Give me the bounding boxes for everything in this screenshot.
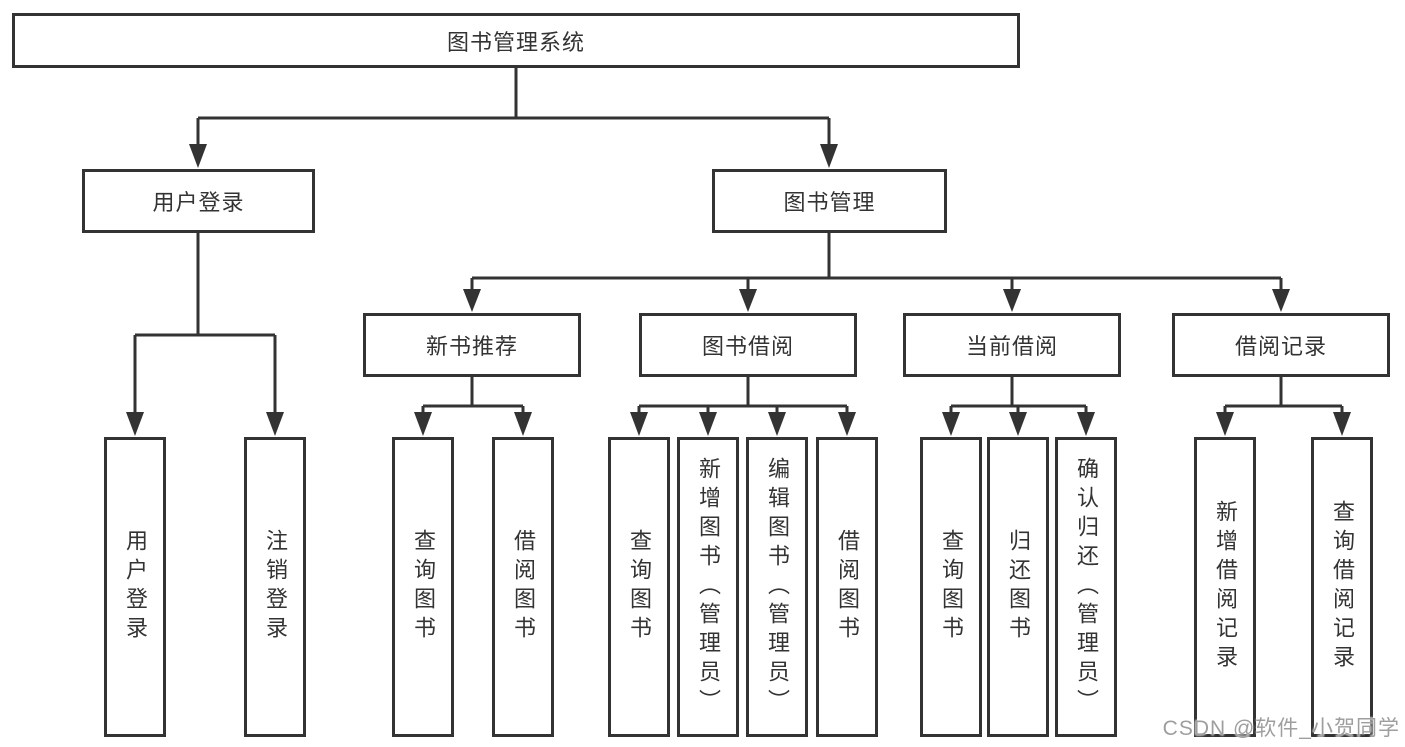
- leaf-query-books-recommend-label: 查询图书: [411, 529, 436, 645]
- leaf-query-books-borrow-label: 查询图书: [627, 529, 652, 645]
- leaf-borrow-books-recommend: 借阅图书: [492, 437, 554, 737]
- node-book-borrow: 图书借阅: [639, 313, 857, 377]
- leaf-borrow-books-borrow-label: 借阅图书: [835, 529, 860, 645]
- leaf-query-books-current-label: 查询图书: [939, 529, 964, 645]
- csdn-watermark: CSDN @软件_小贺同学: [1162, 717, 1400, 740]
- node-user-login: 用户登录: [82, 169, 315, 233]
- node-root-label: 图书管理系统: [446, 29, 585, 55]
- leaf-return-book-label: 归还图书: [1006, 529, 1031, 645]
- leaf-confirm-return-admin: 确认归还（管理员）: [1055, 437, 1117, 737]
- leaf-query-books-current: 查询图书: [920, 437, 982, 737]
- node-new-book-recommend-label: 新书推荐: [425, 334, 518, 359]
- leaf-query-borrow-record-label: 查询借阅记录: [1330, 500, 1355, 674]
- leaf-query-borrow-record: 查询借阅记录: [1311, 437, 1373, 737]
- leaf-add-book-admin: 新增图书（管理员）: [677, 437, 739, 737]
- leaf-borrow-books-borrow: 借阅图书: [816, 437, 878, 737]
- node-current-borrow: 当前借阅: [903, 313, 1121, 377]
- node-user-login-label: 用户登录: [152, 190, 245, 215]
- node-borrow-records: 借阅记录: [1172, 313, 1390, 377]
- leaf-query-books-recommend: 查询图书: [392, 437, 454, 737]
- node-root-library-system: 图书管理系统: [12, 13, 1020, 68]
- leaf-user-login: 用户登录: [104, 437, 166, 737]
- leaf-return-book: 归还图书: [987, 437, 1049, 737]
- leaf-edit-book-admin: 编辑图书（管理员）: [746, 437, 808, 737]
- node-book-borrow-label: 图书借阅: [701, 334, 794, 359]
- node-new-book-recommend: 新书推荐: [363, 313, 581, 377]
- node-current-borrow-label: 当前借阅: [965, 334, 1058, 359]
- node-book-management: 图书管理: [712, 169, 947, 233]
- leaf-user-login-label: 用户登录: [123, 529, 148, 645]
- node-borrow-records-label: 借阅记录: [1234, 334, 1327, 359]
- leaf-add-borrow-record-label: 新增借阅记录: [1213, 500, 1238, 674]
- leaf-logout-label: 注销登录: [263, 529, 288, 645]
- leaf-add-borrow-record: 新增借阅记录: [1194, 437, 1256, 737]
- leaf-confirm-return-admin-label: 确认归还（管理员）: [1074, 456, 1099, 718]
- leaf-borrow-books-recommend-label: 借阅图书: [511, 529, 536, 645]
- leaf-logout: 注销登录: [244, 437, 306, 737]
- node-book-management-label: 图书管理: [783, 190, 876, 215]
- leaf-add-book-admin-label: 新增图书（管理员）: [696, 456, 721, 718]
- leaf-edit-book-admin-label: 编辑图书（管理员）: [765, 456, 790, 718]
- leaf-query-books-borrow: 查询图书: [608, 437, 670, 737]
- arrowhead-icons: [126, 144, 1351, 436]
